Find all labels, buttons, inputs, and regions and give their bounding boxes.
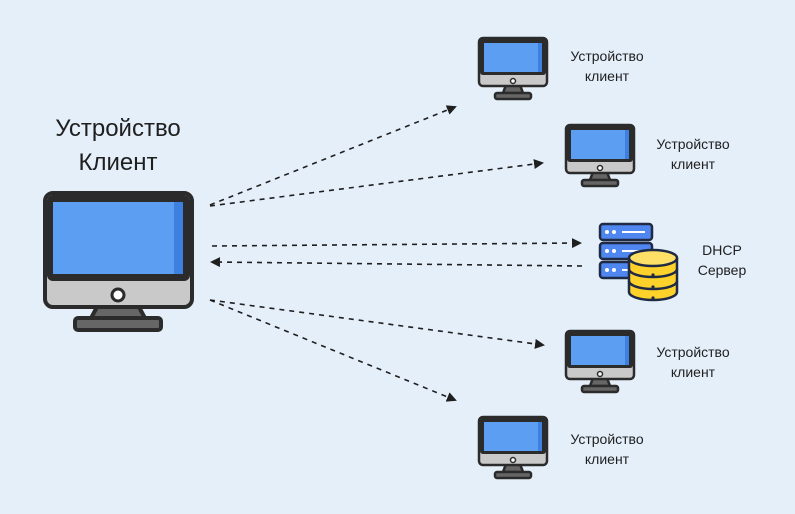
server-label-line1: DHCP bbox=[702, 242, 742, 258]
database-icon bbox=[627, 248, 679, 302]
arrows bbox=[209, 105, 583, 402]
device-label-1-line1: Устройство bbox=[570, 48, 644, 64]
main-device-label: Устройство Клиент bbox=[28, 112, 208, 180]
computer-icon-1 bbox=[477, 36, 549, 101]
device-label-2-line2: клиент bbox=[670, 156, 716, 172]
device-label-4-line1: Устройство bbox=[570, 431, 644, 447]
device-label-2: Устройство клиент bbox=[633, 134, 753, 174]
computer-icon-3 bbox=[564, 329, 636, 394]
arrow-to-device-4 bbox=[209, 299, 457, 402]
device-label-1: Устройство клиент bbox=[547, 46, 667, 86]
device-label-2-line1: Устройство bbox=[656, 136, 730, 152]
server-label-line2: Сервер bbox=[697, 262, 747, 278]
computer-icon-2 bbox=[564, 123, 636, 188]
main-computer-icon bbox=[43, 191, 194, 332]
server-label: DHCP Сервер bbox=[682, 240, 762, 280]
device-label-4-line2: клиент bbox=[584, 451, 630, 467]
device-label-3-line2: клиент bbox=[670, 364, 716, 380]
main-device-label-line2: Клиент bbox=[78, 149, 158, 176]
arrow-to-device-1 bbox=[209, 105, 457, 206]
device-label-1-line2: клиент bbox=[584, 68, 630, 84]
device-label-3: Устройство клиент bbox=[633, 342, 753, 382]
arrow-to-server bbox=[211, 238, 582, 249]
computer-icon-4 bbox=[477, 415, 549, 480]
device-label-4: Устройство клиент bbox=[547, 429, 667, 469]
arrow-to-device-3 bbox=[209, 299, 545, 349]
device-label-3-line1: Устройство bbox=[656, 344, 730, 360]
main-device-label-line1: Устройство bbox=[55, 115, 181, 142]
arrow-from-server bbox=[210, 257, 583, 268]
dhcp-server-icon bbox=[598, 222, 679, 302]
